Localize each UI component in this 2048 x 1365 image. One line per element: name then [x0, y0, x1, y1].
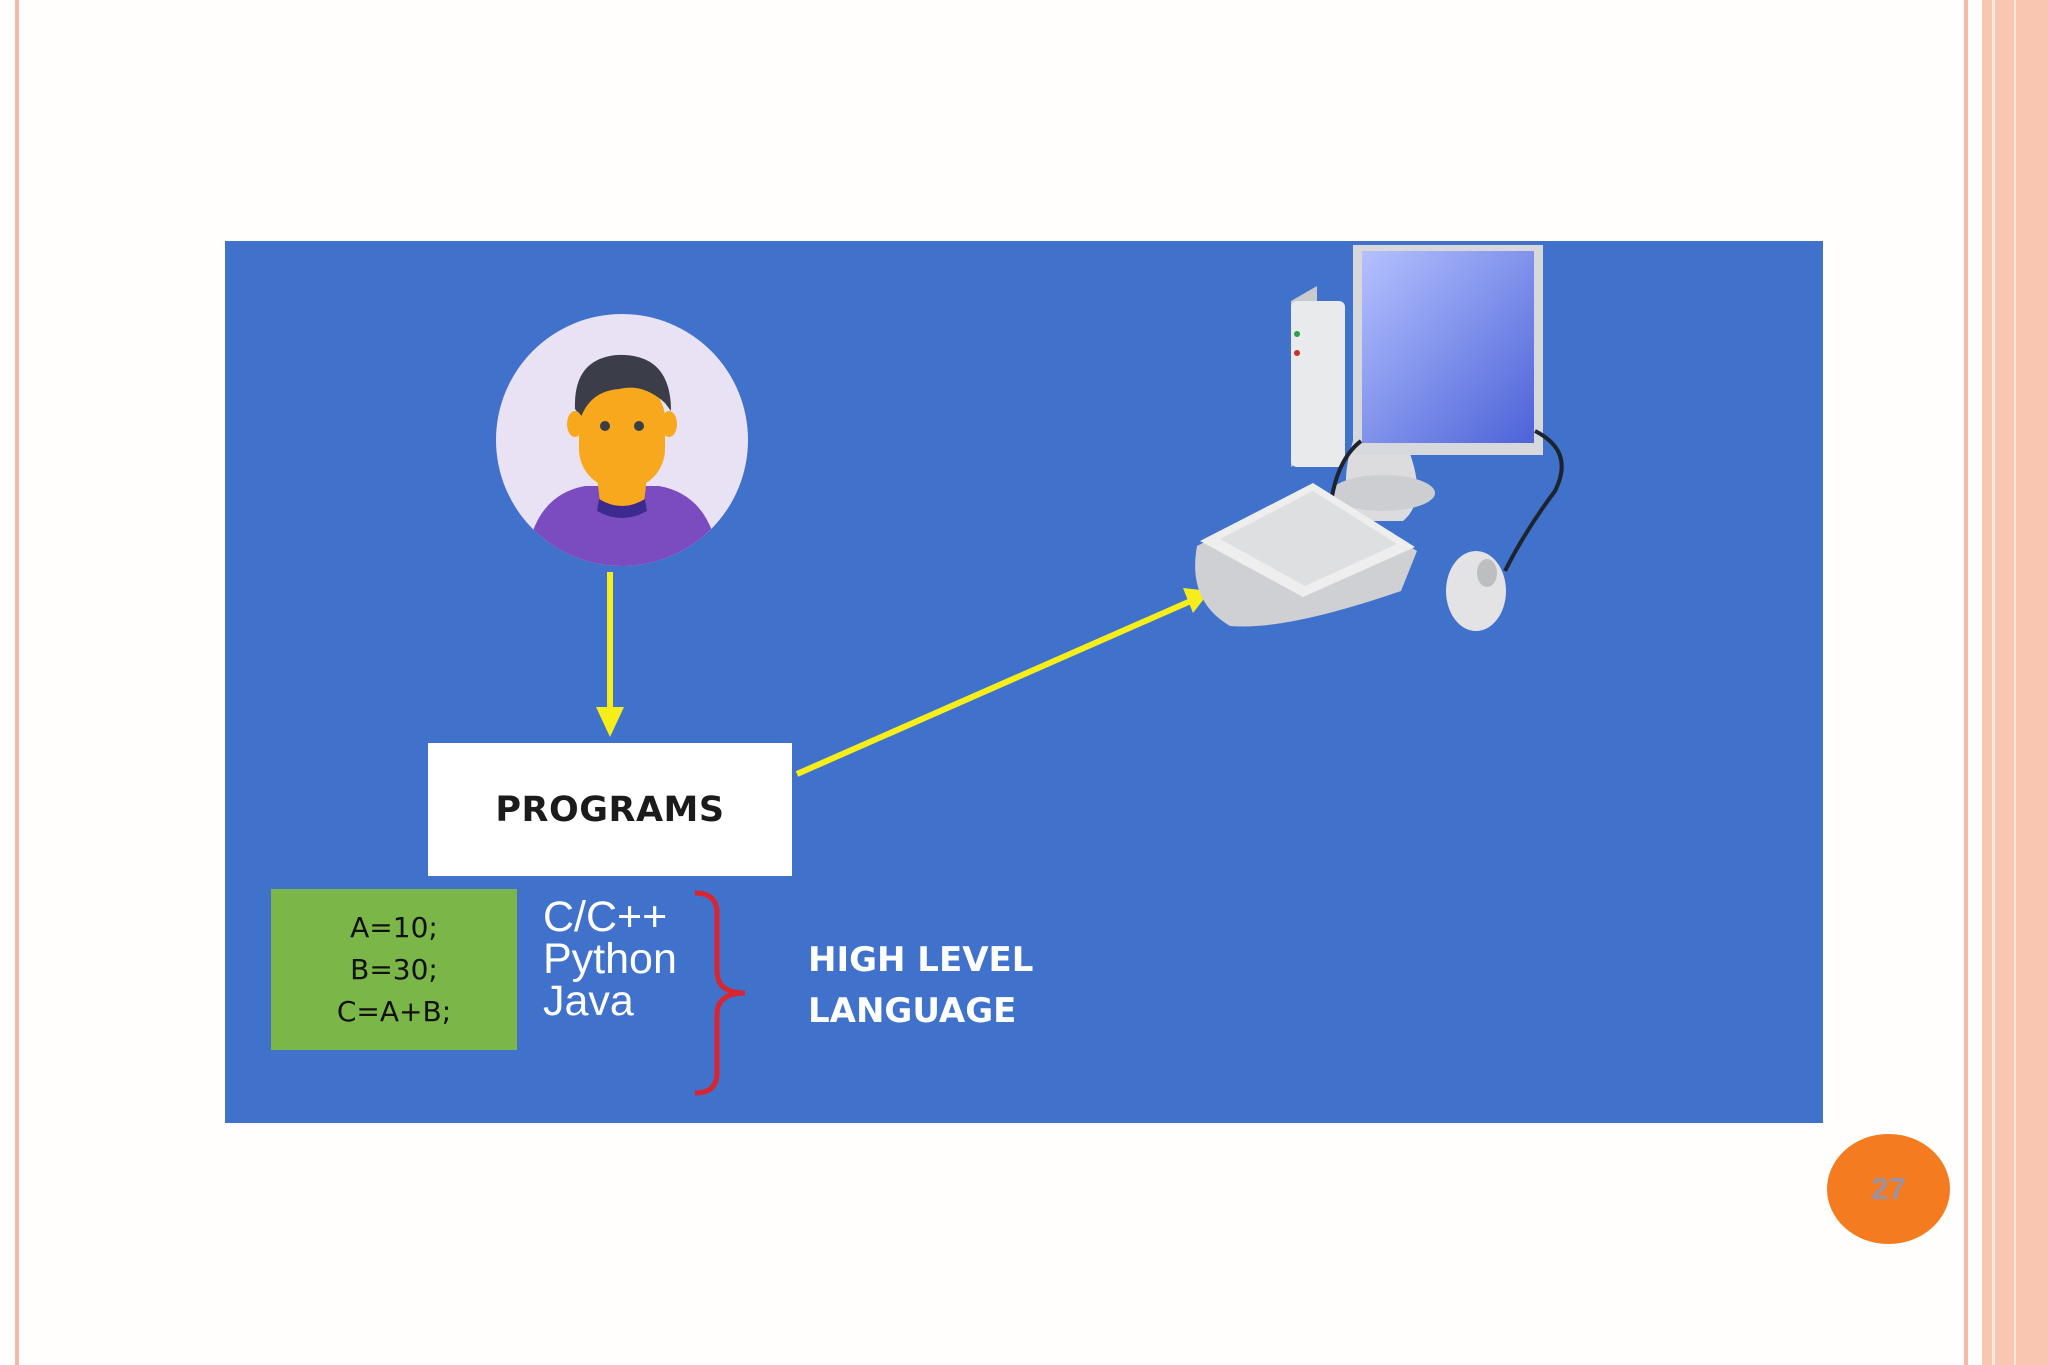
down-arrow — [596, 572, 624, 737]
slide-border-right-stripe — [1992, 0, 1995, 1365]
diagram-panel — [225, 241, 1823, 1123]
diagram-canvas — [225, 241, 1823, 1123]
mouse-icon — [1446, 551, 1506, 631]
code-line: A=10; — [350, 910, 438, 944]
category-line: LANGUAGE — [808, 991, 1017, 1031]
user-avatar-icon — [496, 314, 748, 566]
curly-brace — [694, 890, 746, 1096]
code-line: C=A+B; — [336, 994, 452, 1028]
programs-label: PROGRAMS — [495, 789, 725, 830]
page-number-badge: 27 — [1827, 1134, 1950, 1244]
programs-box: PROGRAMS — [428, 743, 792, 876]
category-line: HIGH LEVEL — [808, 940, 1034, 980]
language-list: C/C++ Python Java — [543, 893, 677, 1025]
keyboard-icon — [1195, 483, 1417, 627]
category-label: HIGH LEVEL LANGUAGE — [808, 935, 1033, 1037]
page-number: 27 — [1871, 1171, 1906, 1206]
code-line: B=30; — [350, 952, 438, 986]
language-item: Python — [543, 935, 677, 983]
slide-border-right-thin — [1964, 0, 1968, 1365]
code-snippet-box: A=10; B=30; C=A+B; — [271, 889, 517, 1050]
slide-border-left — [15, 0, 19, 1365]
language-item: Java — [543, 977, 634, 1025]
desktop-computer-icon — [1291, 245, 1564, 572]
language-item: C/C++ — [543, 893, 668, 941]
slide-border-right-stripe-2 — [2014, 0, 2016, 1365]
